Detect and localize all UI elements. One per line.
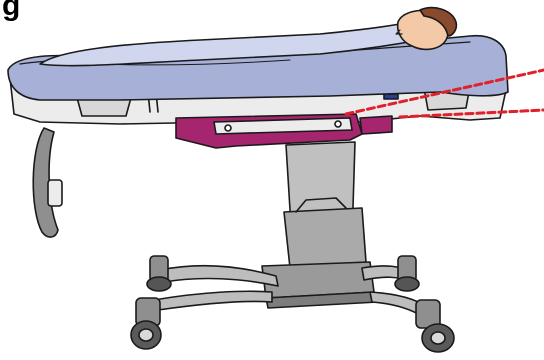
bumper <box>176 114 392 148</box>
lift-column <box>262 142 378 308</box>
push-handle <box>33 128 62 237</box>
